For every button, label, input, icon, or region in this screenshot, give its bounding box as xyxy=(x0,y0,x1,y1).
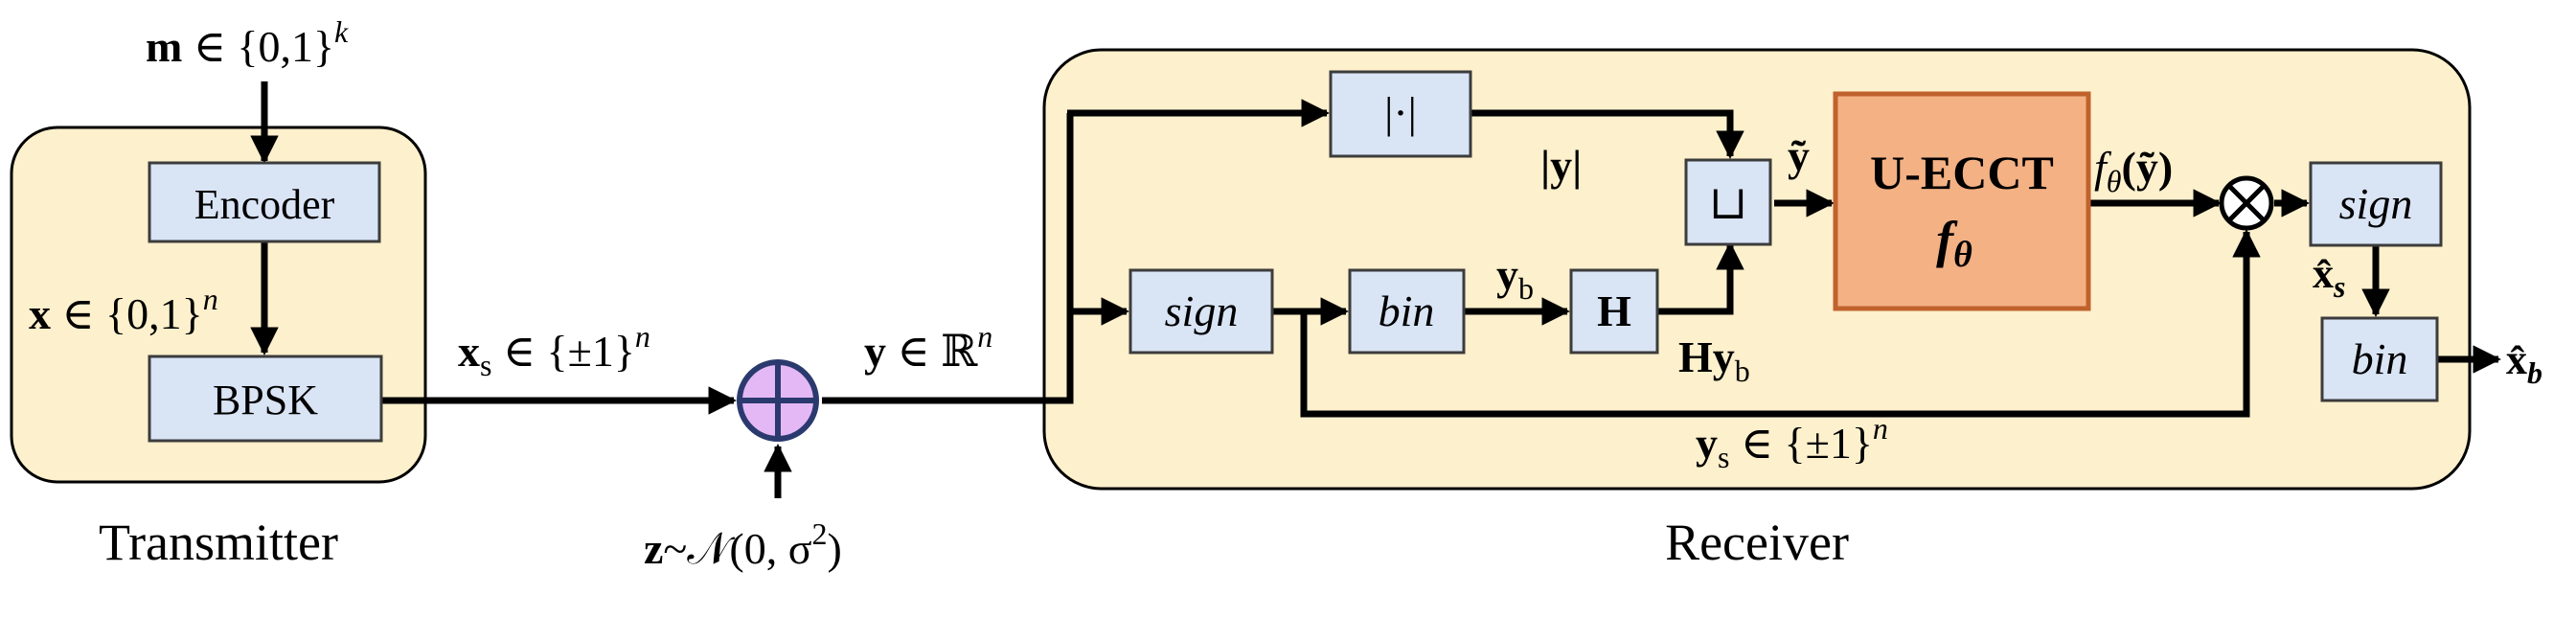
adder-symbol xyxy=(737,359,819,442)
model-name: U-ECCT xyxy=(1870,146,2054,199)
line-y-to-receiver xyxy=(822,113,1074,404)
sign-block-1: sign xyxy=(1128,268,1274,355)
bin-block-2: bin xyxy=(2320,316,2439,402)
transmitter-title: Transmitter xyxy=(99,514,338,571)
label-noise-z: z~𝒩(0, σ2) xyxy=(644,516,842,573)
label-yb: yb xyxy=(1496,250,1534,306)
bin-label-1: bin xyxy=(1379,286,1435,335)
model-block-u-ecct: U-ECCT fθ xyxy=(1833,91,2091,311)
label-Hyb: Hyb xyxy=(1678,332,1750,388)
label-xhat-b: x̂b xyxy=(2506,336,2542,390)
abs-label: |·| xyxy=(1384,88,1417,137)
encoder-label: Encoder xyxy=(194,181,335,228)
bpsk-label: BPSK xyxy=(213,377,318,423)
sign-label-2: sign xyxy=(2339,179,2413,228)
label-abs-y: |y| xyxy=(1540,141,1582,190)
H-label: H xyxy=(1597,286,1631,335)
receiver-container xyxy=(1042,48,2472,491)
receiver-title: Receiver xyxy=(1665,514,1849,571)
encoder-block: Encoder xyxy=(148,161,381,243)
bpsk-block: BPSK xyxy=(148,355,383,443)
model-symbol: fθ xyxy=(1936,211,1972,275)
arrow-sign1-to-multiplier xyxy=(1300,229,2261,418)
sign-block-2: sign xyxy=(2309,161,2443,247)
H-block: H xyxy=(1569,268,1659,355)
concat-label: ⊔ xyxy=(1709,178,1747,229)
arrow-abs-to-concat xyxy=(1470,109,1744,159)
label-xhat-s: x̂s xyxy=(2313,250,2345,304)
label-ys: ys ∈ {±1}n xyxy=(1696,411,1888,474)
label-y-tilde: ỹ xyxy=(1788,131,1810,180)
concat-block: ⊔ xyxy=(1684,158,1772,246)
label-f-theta-y: fθ(ỹ) xyxy=(2094,143,2173,198)
label-y: y ∈ ℝn xyxy=(864,319,992,376)
bin-block-1: bin xyxy=(1348,268,1466,355)
sign-label-1: sign xyxy=(1165,286,1239,335)
arrow-H-to-concat xyxy=(1657,241,1744,315)
multiplier-symbol xyxy=(2219,175,2274,231)
bin-label-2: bin xyxy=(2352,334,2408,383)
label-m: m ∈ {0,1}k xyxy=(146,14,349,71)
abs-block: |·| xyxy=(1329,70,1472,158)
label-xs: xs ∈ {±1}n xyxy=(458,319,650,382)
label-x: x ∈ {0,1}n xyxy=(29,282,218,338)
